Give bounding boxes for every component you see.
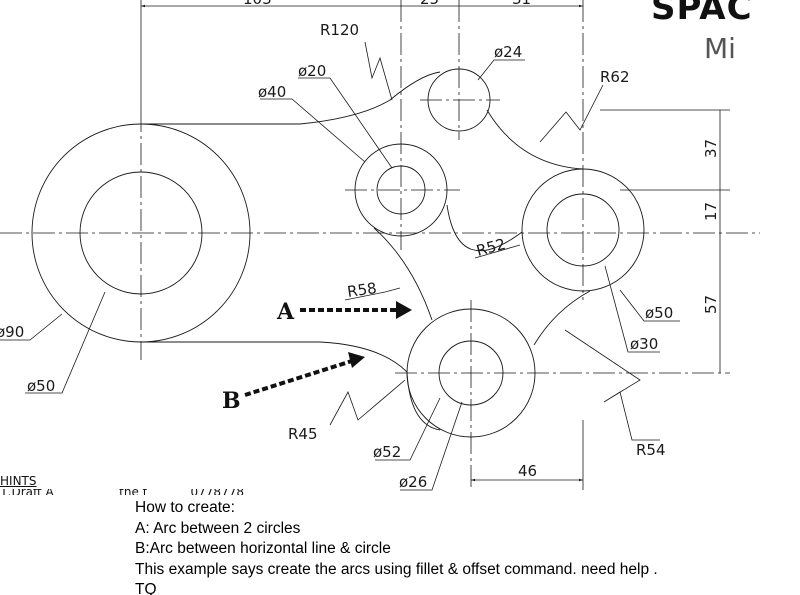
arc-r52 [446,204,523,252]
dim-top-left: 103 [243,0,272,8]
question-line-4: This example says create the arcs using … [135,560,658,578]
arc-r54 [533,290,591,346]
dim-d20: ø20 [298,62,326,80]
hints-label: HINTS [0,474,37,488]
leader-r120 [364,41,393,101]
brand-subtitle: Mi [704,32,736,65]
leader-r45 [329,379,406,426]
question-line-5: TQ [135,581,157,595]
leader-d50-right [619,289,680,322]
dim-r52: R52 [474,235,507,260]
tangent-line-top [141,71,441,125]
dim-v17: 17 [702,202,720,221]
arc-r45 [406,371,441,431]
dim-d90: ø90 [0,323,24,341]
dim-h46: 46 [518,462,537,480]
leader-d30 [604,265,660,353]
leader-d90 [0,313,63,341]
leader-d26 [400,401,463,491]
dim-r45: R45 [288,425,318,443]
dim-r54: R54 [636,441,666,459]
dim-v37: 37 [702,139,720,158]
dim-r120: R120 [320,21,359,39]
leader-r54 [564,329,660,441]
brand-title: SPAC [651,0,753,28]
leader-r62 [539,84,604,143]
callout-arrowhead-b [348,352,365,368]
dim-d52: ø52 [373,443,401,461]
dim-top-mid: 25 [420,0,439,8]
tangent-line-bottom [141,341,408,373]
callout-arrowhead-a [396,301,412,319]
leader-d24 [477,59,525,81]
dim-r62: R62 [600,68,630,86]
leader-d52 [375,397,441,461]
circle-d40 [354,143,448,237]
dim-r58: R58 [346,279,378,301]
dim-d30: ø30 [630,335,658,353]
dim-d24: ø24 [494,43,522,61]
dim-d26: ø26 [399,473,427,491]
leader-d50-left [25,291,106,394]
question-text: How to create: A: Arc between 2 circles … [135,498,658,595]
dim-top-right: 31 [512,0,531,8]
dim-v57: 57 [702,295,720,314]
question-line-3: B:Arc between horizontal line & circle [135,540,391,557]
dim-d50-right: ø50 [645,304,673,322]
callout-letter-a: A [276,299,295,325]
hints-scrap-text: 1.Draft A___ ___ ___ the f___ ___ 077877… [0,489,300,495]
callout-letter-b: B [222,388,241,414]
question-line-1: How to create: [135,499,235,516]
dim-d40: ø40 [258,83,286,101]
arc-r62 [486,109,584,170]
leader-d20 [298,77,393,169]
callout-arrow-b [244,358,356,397]
leader-r52 [474,244,521,259]
dim-d50-left: ø50 [27,377,55,395]
question-line-2: A: Arc between 2 circles [135,519,301,537]
arc-r58 [373,227,433,321]
leader-d40 [260,98,366,163]
leader-r58 [344,287,401,301]
